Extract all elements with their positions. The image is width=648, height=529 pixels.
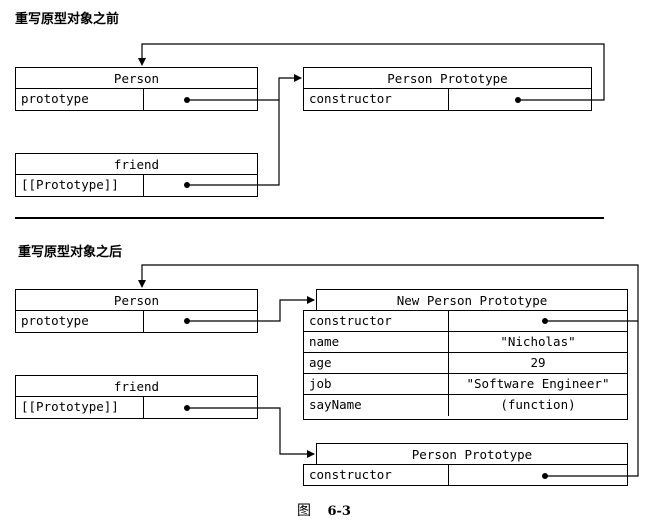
row-key: age [304, 353, 449, 373]
row-value: (function) [500, 397, 576, 412]
person-object-before: Person prototype [15, 67, 258, 111]
box-header: friend [16, 376, 257, 397]
arrow-person-prototype-link [187, 74, 302, 101]
box-row: [[Prototype]] [16, 397, 257, 418]
box-row: [[Prototype]] [16, 175, 257, 196]
row-key: job [304, 374, 449, 394]
person-prototype-after-body: constructor [303, 464, 628, 486]
pointer-dot [515, 97, 521, 103]
row-key: prototype [16, 89, 144, 110]
pointer-dot [184, 405, 190, 411]
row-key: constructor [304, 89, 449, 110]
box-header: New Person Prototype [396, 293, 548, 308]
person-prototype-after-header: Person Prototype [316, 443, 628, 465]
arrow-person-new-prototype-link [187, 296, 315, 322]
box-header: Person [16, 68, 257, 89]
arrow-constructor-link [138, 43, 605, 101]
pointer-dot [542, 473, 548, 479]
caption-number: 6-3 [327, 504, 351, 519]
section-title-before: 重写原型对象之前 [15, 12, 120, 27]
arrow-friend-old-prototype-link [187, 407, 315, 458]
row-key: prototype [16, 311, 144, 332]
box-row: prototype [16, 89, 257, 110]
arrow-old-constructor-link [138, 264, 639, 477]
figure-caption: 图 6-3 [0, 500, 648, 520]
box-row: name "Nicholas" [304, 332, 627, 353]
section-title-after: 重写原型对象之后 [18, 245, 123, 260]
row-key: sayName [304, 395, 449, 416]
caption-label: 图 [297, 503, 312, 519]
row-value: "Software Engineer" [466, 376, 610, 391]
box-row: age 29 [304, 353, 627, 374]
row-value: "Nicholas" [500, 334, 576, 349]
row-value: 29 [530, 355, 546, 370]
section-divider [15, 217, 604, 219]
box-row: constructor [304, 89, 591, 110]
box-row: job "Software Engineer" [304, 374, 627, 395]
box-header: Person [16, 290, 257, 311]
pointer-dot [184, 182, 190, 188]
arrow-friend-prototype-link [187, 100, 280, 186]
box-header: friend [16, 154, 257, 175]
box-header: Person Prototype [411, 447, 533, 462]
row-key: name [304, 332, 449, 352]
new-person-prototype-header: New Person Prototype [316, 289, 628, 311]
box-row: constructor [304, 311, 627, 332]
box-row: sayName (function) [304, 395, 627, 416]
box-header: Person Prototype [304, 68, 591, 89]
row-key: [[Prototype]] [16, 175, 144, 196]
row-key: [[Prototype]] [16, 397, 144, 418]
new-person-prototype-body: constructor name "Nicholas" age 29 job "… [303, 310, 628, 420]
person-prototype-before: Person Prototype constructor [303, 67, 592, 111]
person-object-after: Person prototype [15, 289, 258, 333]
row-key: constructor [304, 311, 449, 331]
box-row: prototype [16, 311, 257, 332]
friend-object-before: friend [[Prototype]] [15, 153, 258, 197]
pointer-dot [542, 318, 548, 324]
pointer-dot [184, 318, 190, 324]
friend-object-after: friend [[Prototype]] [15, 375, 258, 419]
box-row: constructor [304, 465, 627, 486]
row-key: constructor [304, 465, 449, 486]
pointer-dot [184, 97, 190, 103]
